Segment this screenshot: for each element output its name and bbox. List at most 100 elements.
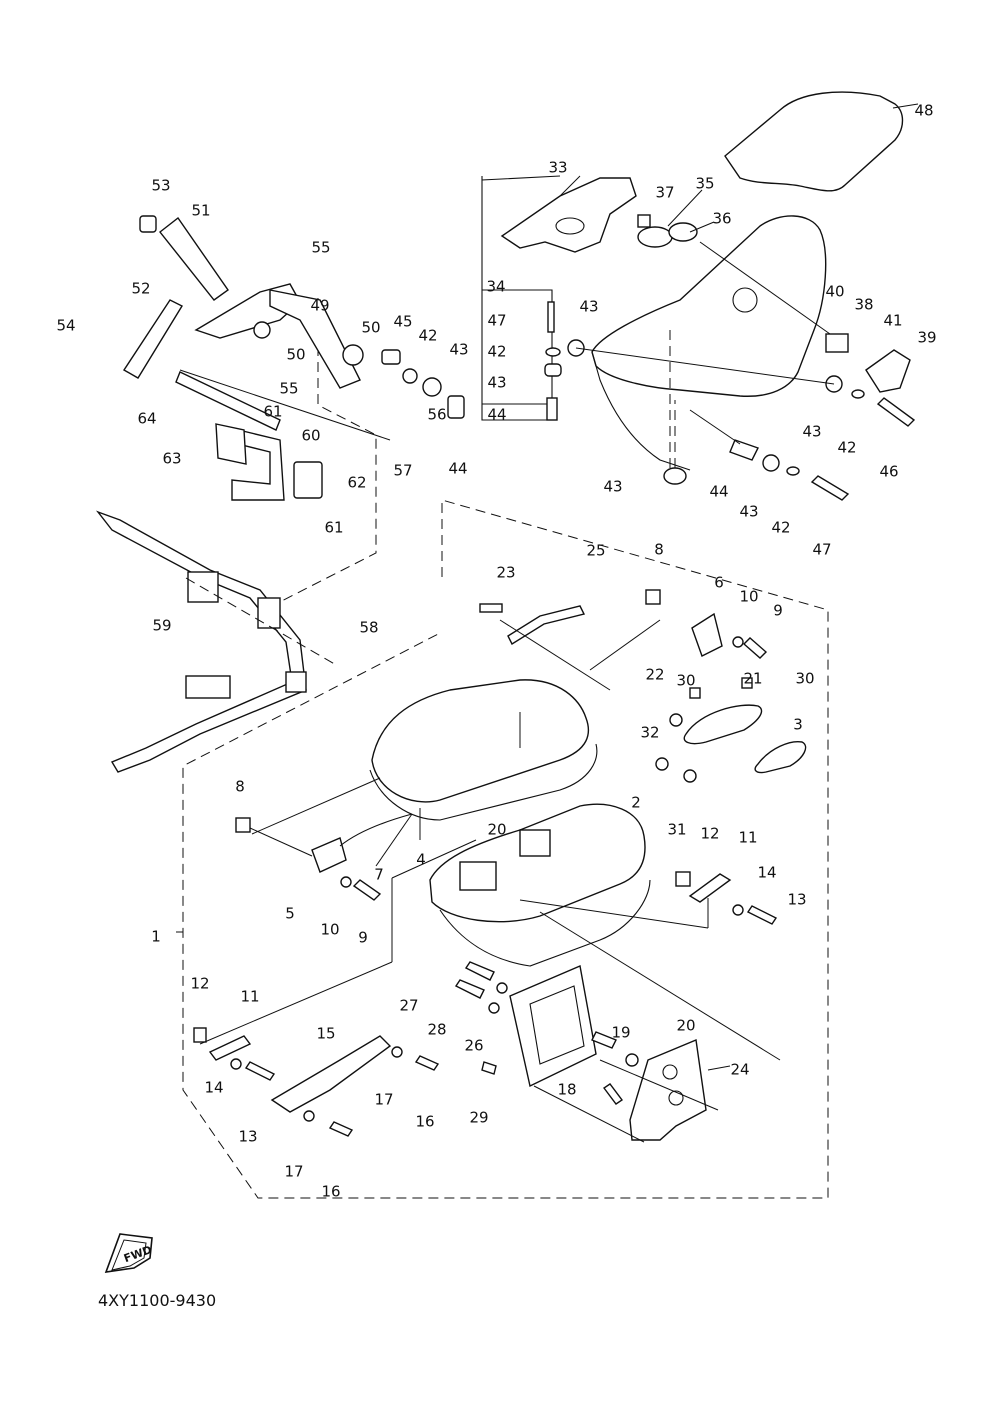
callout-c43e: 43 xyxy=(603,478,622,496)
bracket-arm xyxy=(269,289,361,389)
callout-c31: 31 xyxy=(667,821,686,839)
callout-c7: 7 xyxy=(374,866,384,884)
bolt xyxy=(454,979,485,999)
callout-c39: 39 xyxy=(917,329,936,347)
bolt-head xyxy=(637,214,651,228)
callout-c38: 38 xyxy=(854,296,873,314)
bolt xyxy=(244,1061,276,1081)
callout-c44b: 44 xyxy=(487,406,506,424)
callout-c13b: 13 xyxy=(238,1128,257,1146)
callout-c43f: 43 xyxy=(739,503,758,521)
bracket-boundary xyxy=(259,298,377,613)
washer xyxy=(625,1053,639,1067)
callout-c4: 4 xyxy=(416,851,426,869)
callout-c47a: 47 xyxy=(487,312,506,330)
callout-c56: 56 xyxy=(427,406,446,424)
callout-c20a: 20 xyxy=(487,821,506,839)
mount-bracket xyxy=(629,1039,707,1141)
callout-c40: 40 xyxy=(825,283,844,301)
trim-cover xyxy=(500,177,637,253)
pipe-bracket xyxy=(175,371,281,431)
washer xyxy=(391,1046,403,1058)
callout-c42b: 42 xyxy=(487,343,506,361)
callout-c16b: 16 xyxy=(321,1183,340,1201)
callout-c10a: 10 xyxy=(739,588,758,606)
washer xyxy=(655,757,669,771)
lead-line xyxy=(699,241,831,335)
washer xyxy=(303,1110,315,1122)
callout-c35: 35 xyxy=(695,175,714,193)
callout-c44a: 44 xyxy=(448,460,467,478)
grommet xyxy=(544,363,562,377)
bracket-hole xyxy=(668,1090,684,1106)
callout-c3: 3 xyxy=(793,716,803,734)
callout-c53: 53 xyxy=(151,177,170,195)
callout-c19: 19 xyxy=(611,1024,630,1042)
callout-c14b: 14 xyxy=(204,1079,223,1097)
lead-line xyxy=(575,347,835,385)
callout-c14a: 14 xyxy=(757,864,776,882)
callout-c24: 24 xyxy=(730,1061,749,1079)
brace xyxy=(123,299,183,379)
callout-c42d: 42 xyxy=(771,519,790,537)
callout-c6: 6 xyxy=(714,574,724,592)
hinge-block xyxy=(459,861,497,891)
lock-cylinder xyxy=(825,333,849,353)
callout-c1: 1 xyxy=(151,928,161,946)
callout-c43c: 43 xyxy=(487,374,506,392)
washer xyxy=(683,769,697,783)
latch-nut xyxy=(675,871,691,887)
rail-bracket xyxy=(285,671,307,693)
callout-c57: 57 xyxy=(393,462,412,480)
latch-plate xyxy=(688,873,732,903)
bolt xyxy=(328,1121,354,1137)
callout-c43d: 43 xyxy=(802,423,821,441)
collar xyxy=(546,397,558,421)
side-case-lid xyxy=(591,351,691,471)
lead-line xyxy=(539,911,781,1061)
latch-nut xyxy=(193,1027,207,1043)
bolt xyxy=(464,961,495,981)
callout-c32: 32 xyxy=(640,724,659,742)
callout-c37: 37 xyxy=(655,184,674,202)
callout-c55a: 55 xyxy=(311,239,330,257)
lead-line xyxy=(667,189,703,227)
bolt xyxy=(479,603,503,613)
lead-line xyxy=(251,777,381,835)
washer xyxy=(732,636,744,648)
washer xyxy=(402,368,418,384)
callout-c60: 60 xyxy=(301,427,320,445)
clip-nut xyxy=(235,817,251,833)
callout-c21: 21 xyxy=(743,670,762,688)
case-hole xyxy=(732,287,758,313)
fwd-arrow-icon: FWD xyxy=(104,1233,154,1273)
lead-line xyxy=(589,619,661,671)
callout-c45: 45 xyxy=(393,313,412,331)
callout-c46: 46 xyxy=(879,463,898,481)
callout-c62: 62 xyxy=(347,474,366,492)
bolt xyxy=(591,1031,617,1049)
callout-c58: 58 xyxy=(359,619,378,637)
inner-case-bottom xyxy=(439,879,651,967)
callout-c5: 5 xyxy=(285,905,295,923)
collar xyxy=(729,439,759,461)
callout-c52: 52 xyxy=(131,280,150,298)
gasket xyxy=(668,222,698,242)
callout-c49: 49 xyxy=(310,297,329,315)
stay-rod xyxy=(507,605,586,646)
inner-case xyxy=(429,803,646,923)
bolt xyxy=(810,475,850,501)
callout-c41: 41 xyxy=(883,312,902,330)
callout-c50a: 50 xyxy=(361,319,380,337)
lead-line xyxy=(249,827,313,857)
callout-c30b: 30 xyxy=(795,670,814,688)
callout-c8a: 8 xyxy=(654,541,664,559)
grommet xyxy=(762,454,780,472)
callout-c51: 51 xyxy=(191,202,210,220)
callout-c34: 34 xyxy=(486,278,505,296)
washer xyxy=(786,466,800,476)
grommet xyxy=(422,377,442,397)
rail-bracket xyxy=(187,571,219,603)
rubber-mat xyxy=(724,91,904,192)
rubber-damper xyxy=(342,344,364,366)
